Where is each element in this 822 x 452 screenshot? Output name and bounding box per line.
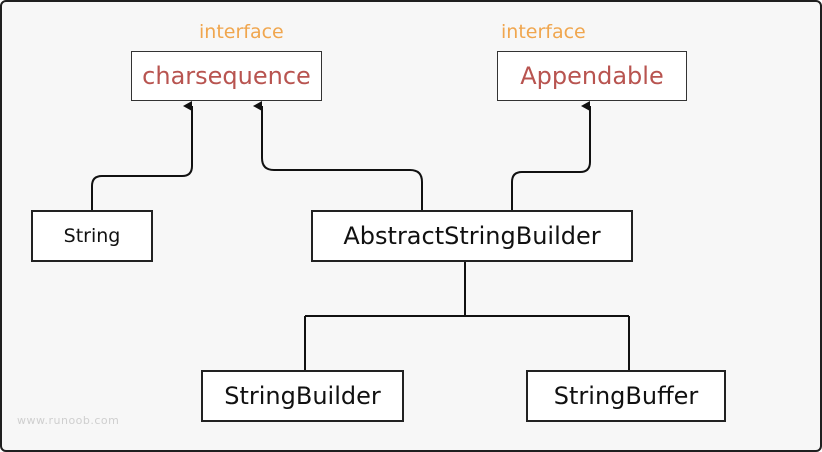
charsequence-interface-tag: interface <box>199 21 284 43</box>
abstract-to-appendable-arrow <box>511 101 591 210</box>
abstract-to-charsequence-arrow <box>253 101 423 210</box>
inheritance-tree-lines <box>304 260 630 372</box>
appendable-box: Appendable <box>497 51 687 101</box>
abstract-string-builder-box: AbstractStringBuilder <box>311 210 633 262</box>
appendable-interface-tag: interface <box>501 21 586 43</box>
string-builder-box: StringBuilder <box>201 370 404 422</box>
string-buffer-box: StringBuffer <box>526 370 726 422</box>
string-box: String <box>31 210 153 262</box>
string-to-charsequence-arrow <box>91 101 193 210</box>
charsequence-box: charsequence <box>131 51 322 101</box>
watermark-text: www.runoob.com <box>17 414 120 427</box>
